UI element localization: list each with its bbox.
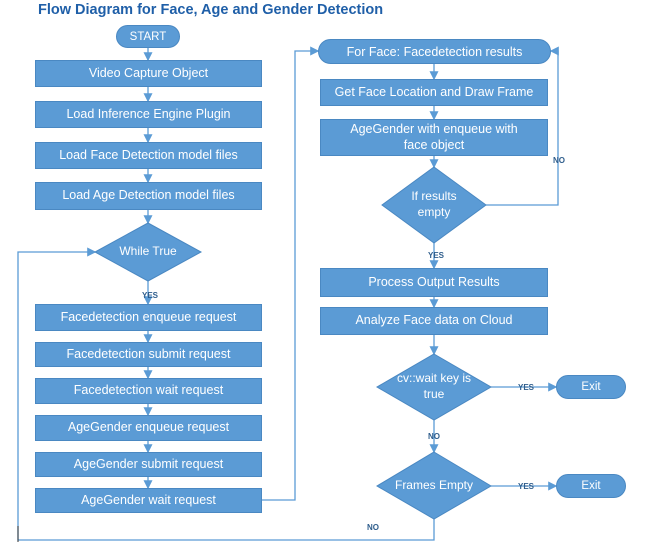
request-agegender-wait: AgeGender wait request: [35, 488, 262, 513]
exit-node-2: Exit: [556, 474, 626, 498]
diagram-title: Flow Diagram for Face, Age and Gender De…: [38, 2, 384, 18]
no-label-results: NO: [553, 156, 565, 165]
edge-bridge: [262, 46, 320, 501]
step-face-location: Get Face Location and Draw Frame: [320, 79, 548, 106]
waitkey-label: cv::wait key is true: [396, 371, 471, 401]
decision-waitkey: [376, 353, 492, 421]
step-process-output: Process Output Results: [320, 268, 548, 297]
step-agegender-enqueue: AgeGender with enqueue with face object: [320, 119, 548, 156]
decision-while-true: [93, 222, 203, 282]
start-node: START: [116, 25, 180, 48]
frames-empty-label: Frames Empty: [394, 478, 473, 493]
exit-node-1: Exit: [556, 375, 626, 399]
no-label-frames: NO: [367, 523, 379, 532]
request-agegender-enqueue: AgeGender enqueue request: [35, 415, 262, 441]
yes-label-frames: YES: [518, 482, 535, 491]
request-face-submit: Facedetection submit request: [35, 342, 262, 367]
edge-results-no: [486, 46, 559, 206]
request-face-enqueue: Facedetection enqueue request: [35, 304, 262, 331]
request-agegender-submit: AgeGender submit request: [35, 452, 262, 477]
no-label-waitkey: NO: [428, 432, 440, 441]
decision-results-empty: [381, 166, 487, 244]
step-load-age-model: Load Age Detection model files: [35, 182, 262, 210]
while-true-label: While True: [119, 244, 177, 259]
step-load-plugin: Load Inference Engine Plugin: [35, 101, 262, 128]
yes-label-waitkey: YES: [518, 383, 535, 392]
request-face-wait: Facedetection wait request: [35, 378, 262, 404]
step-load-face-model: Load Face Detection model files: [35, 142, 262, 169]
face-loop-node: For Face: Facedetection results: [318, 39, 551, 64]
yes-label-results: YES: [428, 251, 445, 260]
step-analyze-cloud: Analyze Face data on Cloud: [320, 307, 548, 335]
step-video-capture: Video Capture Object: [35, 60, 262, 87]
results-empty-label: If results empty: [411, 189, 457, 219]
decision-frames-empty: [376, 451, 492, 520]
yes-label-while: YES: [142, 291, 159, 300]
